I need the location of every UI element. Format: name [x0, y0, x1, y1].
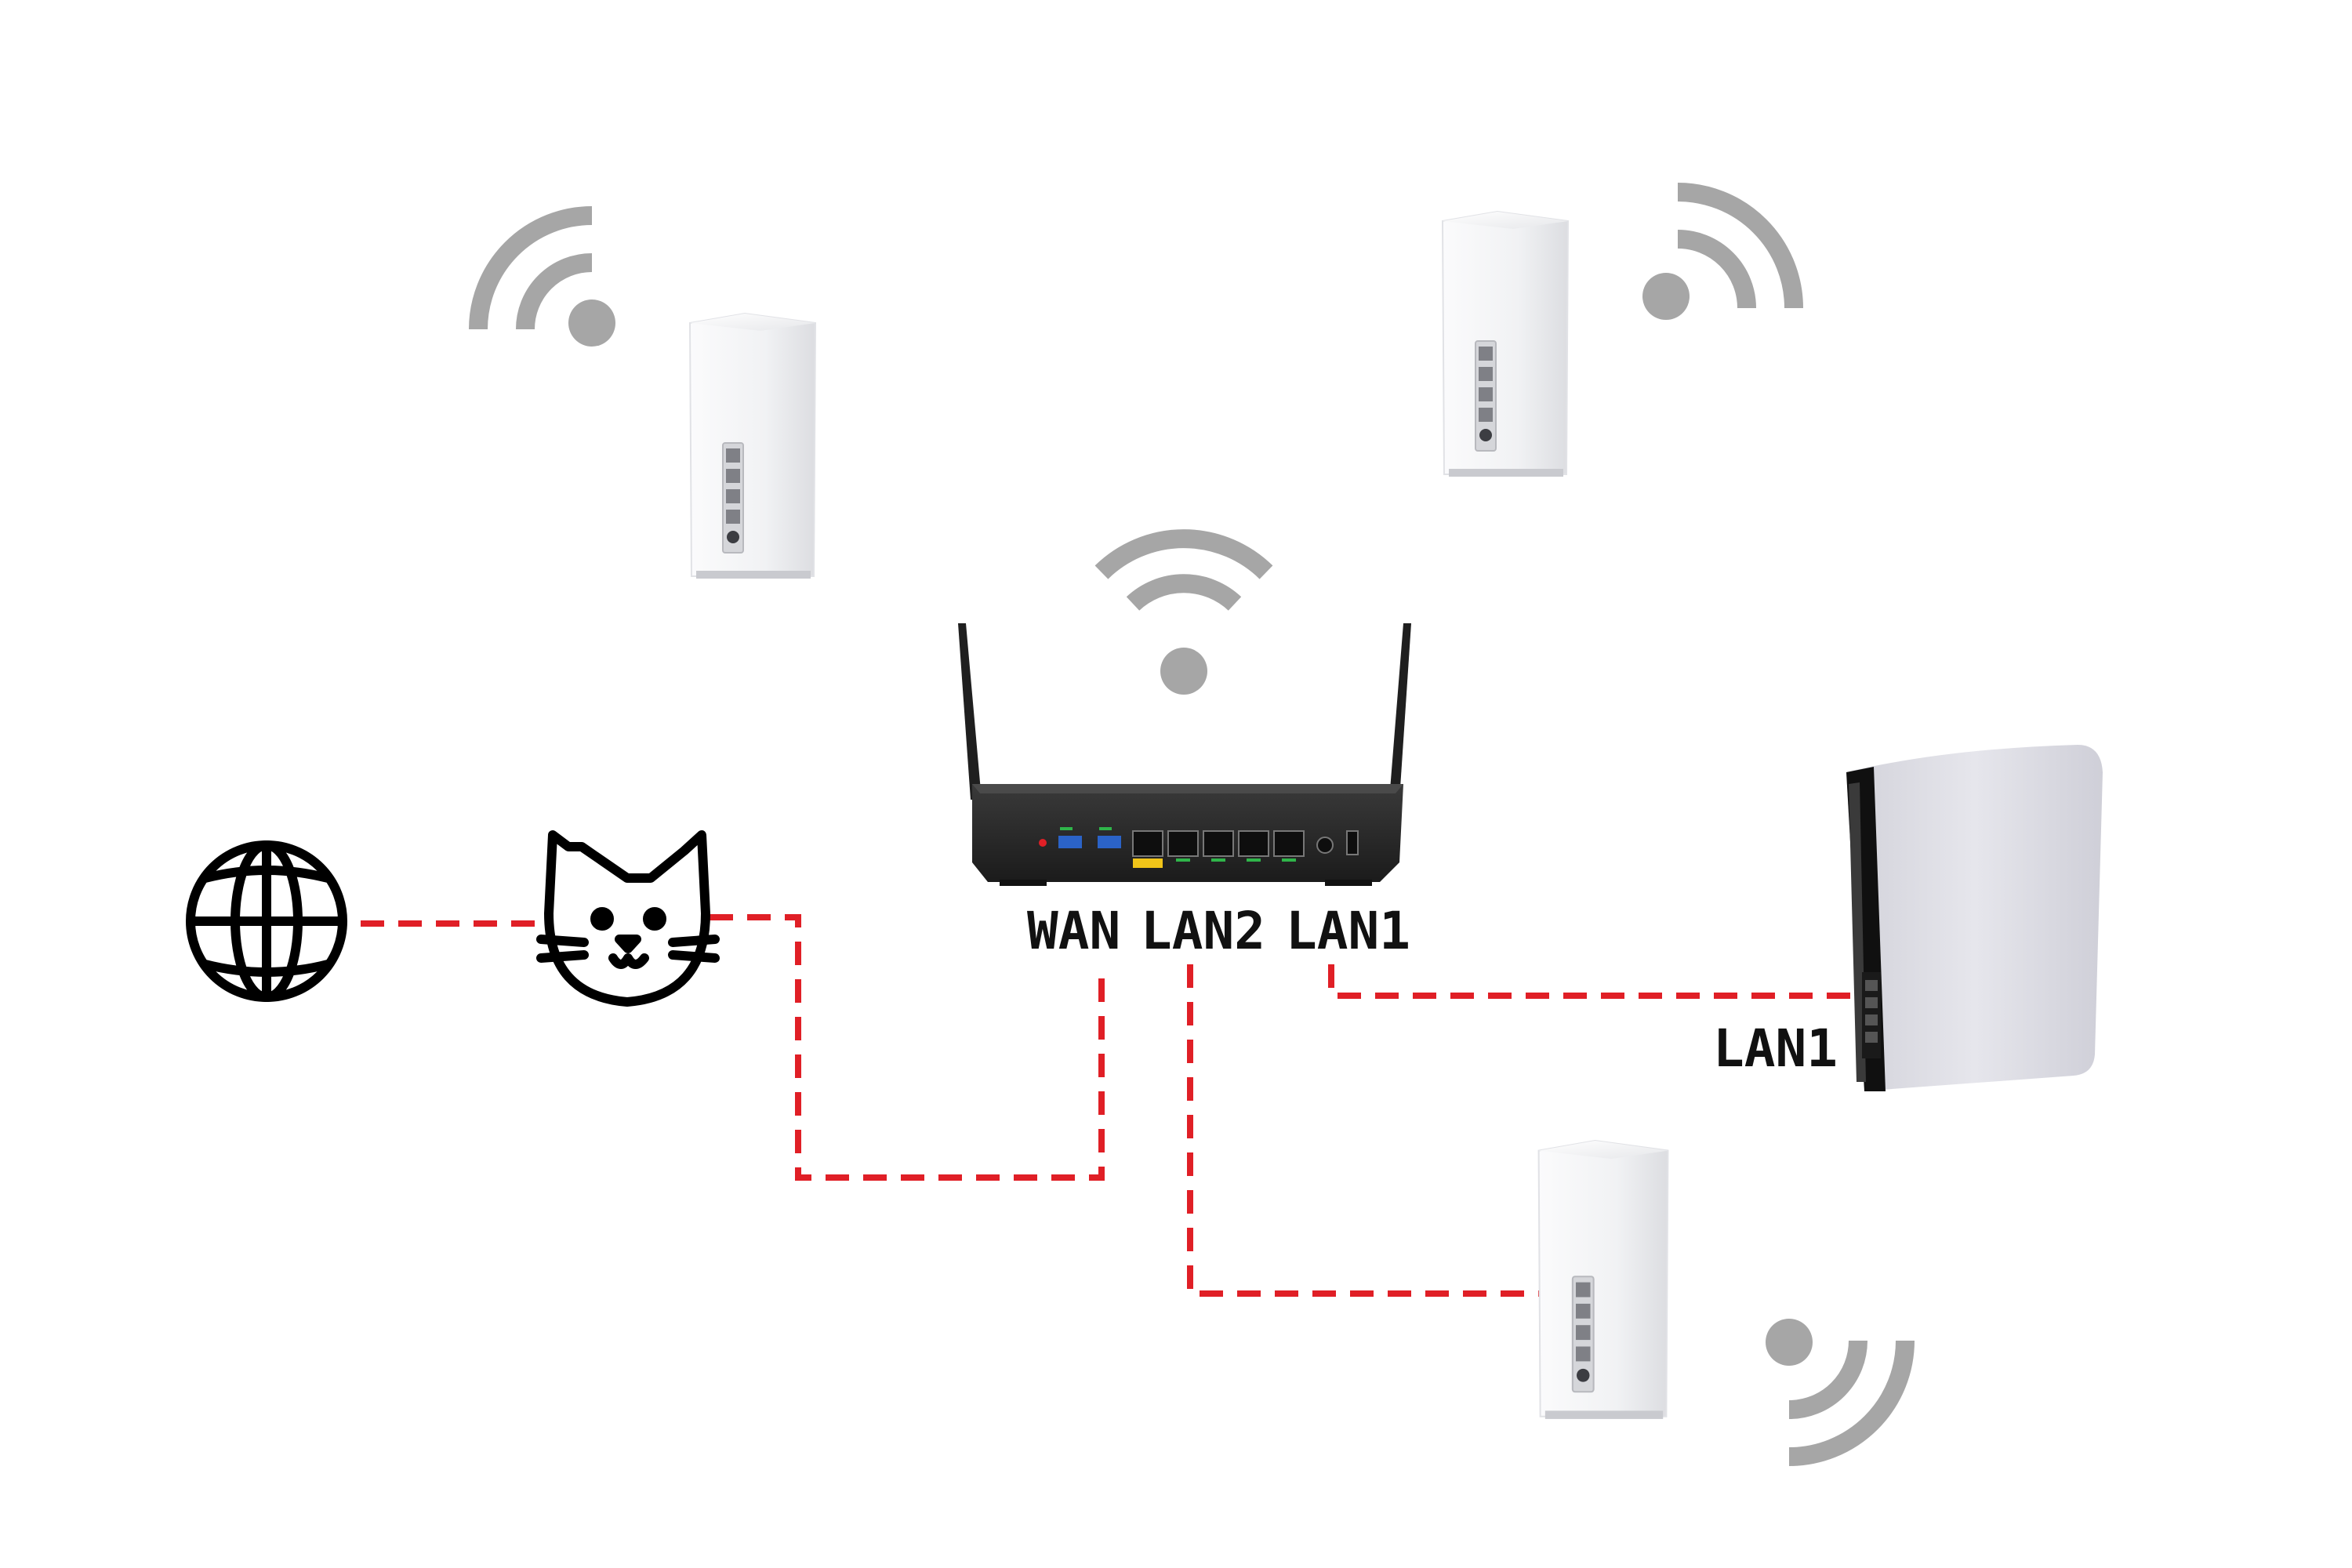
cable-lan1-to-nas — [1328, 964, 1862, 999]
wifi-signal-dot — [1642, 273, 1690, 320]
port-label-wan: WAN — [1027, 901, 1121, 961]
wifi-signal-icon — [469, 206, 593, 330]
wifi-signal-dot — [568, 299, 615, 347]
cable-modem-to-wan — [710, 914, 1105, 1181]
mesh-node-top-right — [1442, 211, 1569, 477]
wifi-signal-icon — [1094, 529, 1273, 611]
cable-lan2-to-mesh — [1187, 964, 1592, 1297]
port-label-lan1: LAN1 — [1286, 901, 1410, 961]
globe-icon — [186, 840, 347, 1002]
mesh-node-bottom — [1537, 1139, 1669, 1420]
tower-server — [1846, 745, 2103, 1091]
port-label-lan2: LAN2 — [1141, 901, 1265, 961]
wifi-signal-dot — [1160, 648, 1207, 695]
wifi-signal-icon — [1677, 183, 1803, 309]
cables — [361, 914, 1862, 1297]
wifi-signal-dot — [1766, 1319, 1813, 1366]
mesh-node-top-left — [689, 313, 816, 579]
port-label-server-lan1: LAN1 — [1713, 1018, 1838, 1079]
cat-modem-icon — [536, 830, 720, 1007]
main-router — [958, 623, 1411, 886]
wifi-signal-icon — [1788, 1340, 1915, 1466]
